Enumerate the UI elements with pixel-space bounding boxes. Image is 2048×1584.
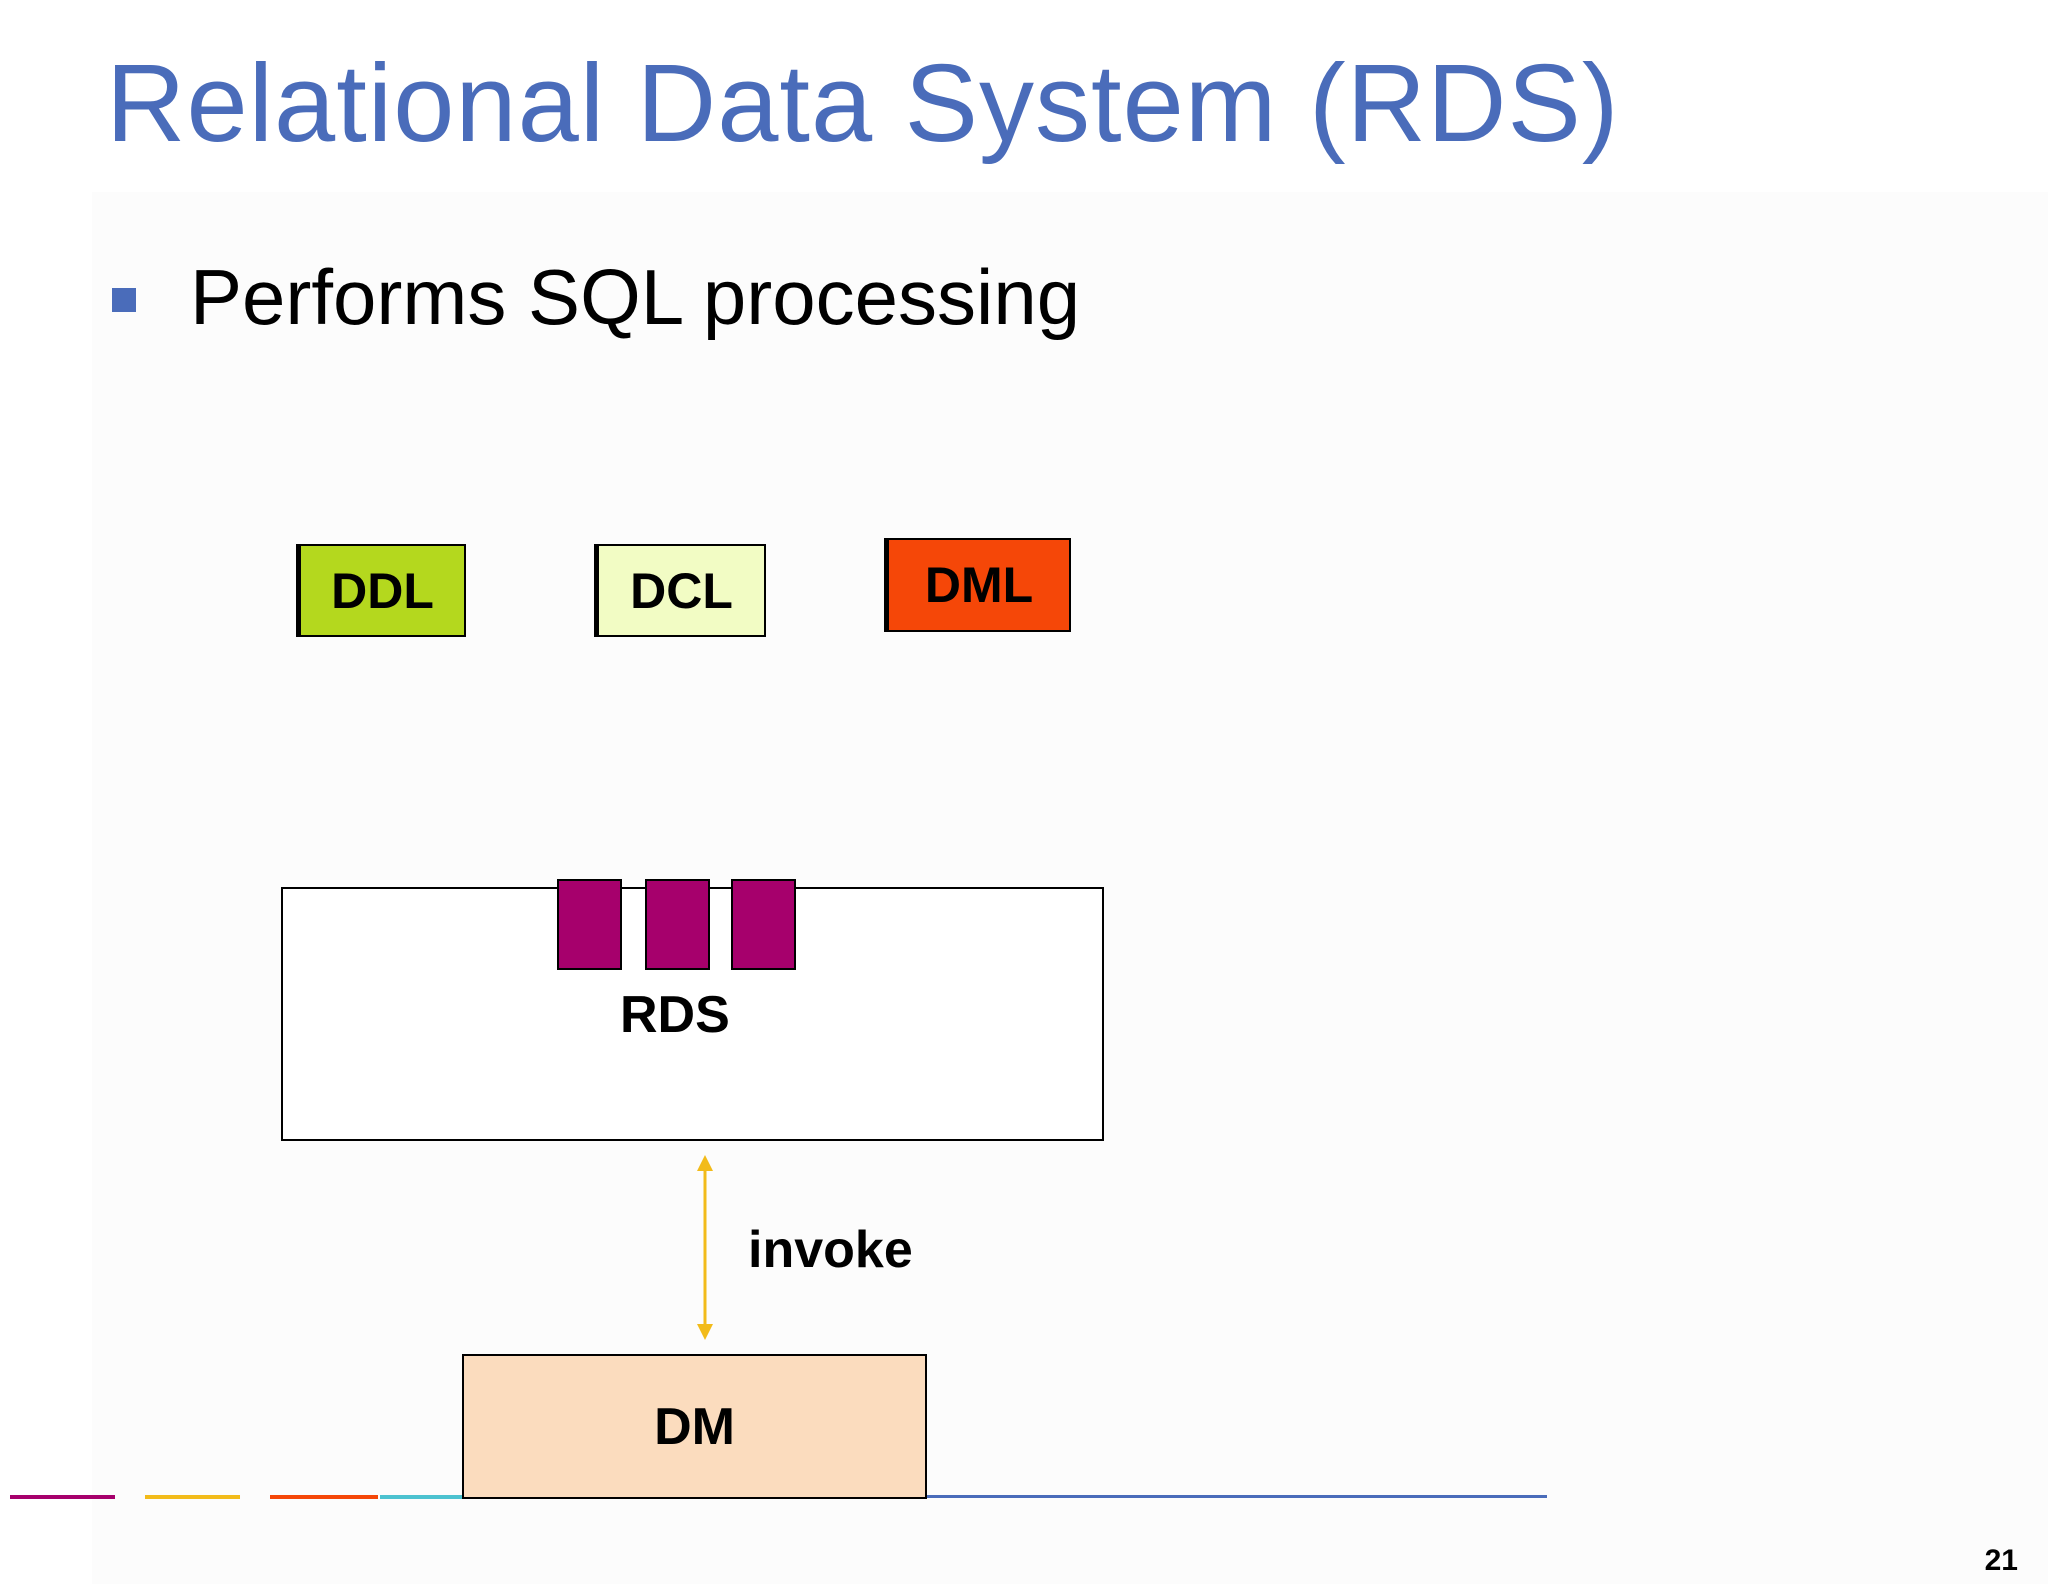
dcl-box: DCL <box>594 544 766 637</box>
slide-title: Relational Data System (RDS) <box>106 42 1620 165</box>
invoke-label: invoke <box>748 1221 913 1279</box>
bullet-text: Performs SQL processing <box>190 253 1081 341</box>
invoke-double-arrow-icon <box>697 1155 713 1340</box>
footer-dash-2 <box>145 1495 240 1499</box>
rds-port-1 <box>557 879 622 970</box>
rds-port-2 <box>645 879 710 970</box>
ddl-box: DDL <box>296 544 466 637</box>
footer-dash-1 <box>10 1495 115 1499</box>
dml-box: DML <box>884 538 1071 632</box>
footer-dash-3 <box>270 1495 378 1499</box>
footer-dash-4 <box>380 1495 462 1499</box>
footer-line <box>927 1495 1547 1498</box>
dm-box: DM <box>462 1354 927 1499</box>
page-number: 21 <box>1984 1544 2018 1577</box>
rds-port-3 <box>731 879 796 970</box>
rds-label: RDS <box>620 986 730 1044</box>
bullet-square-icon <box>112 288 136 312</box>
